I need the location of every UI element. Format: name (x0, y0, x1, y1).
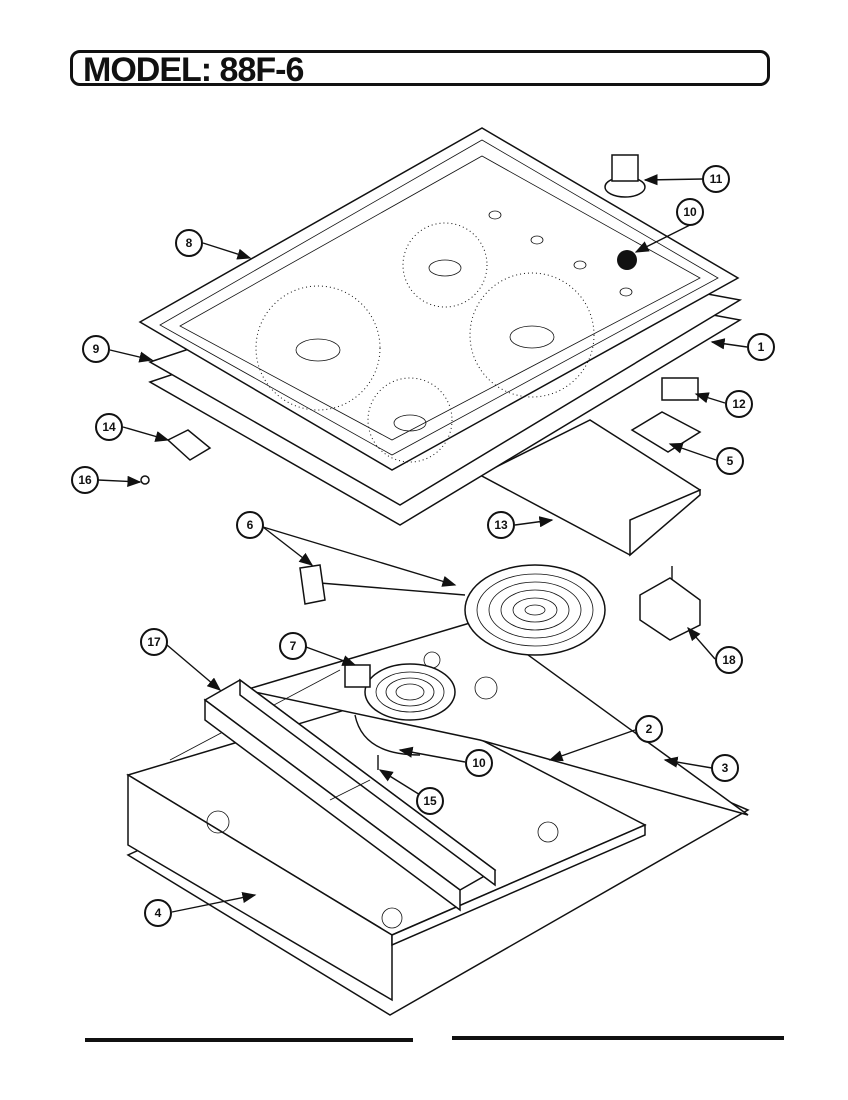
svg-text:8: 8 (186, 236, 193, 250)
callout-10: 10 (676, 198, 704, 226)
callout-1: 1 (747, 333, 775, 361)
callout-5: 5 (716, 447, 744, 475)
svg-text:11: 11 (710, 172, 723, 186)
callout-14: 14 (95, 413, 123, 441)
callout-15: 15 (416, 787, 444, 815)
svg-text:12: 12 (732, 397, 746, 411)
svg-text:3: 3 (722, 761, 729, 775)
svg-text:15: 15 (423, 794, 437, 808)
callout-7: 7 (279, 632, 307, 660)
callout-10-lower: 10 (465, 749, 493, 777)
svg-text:16: 16 (78, 473, 92, 487)
small-surface-element (344, 663, 456, 721)
callout-2: 2 (635, 715, 663, 743)
model-title-box: MODEL: 88F-6 (70, 50, 770, 89)
side-bracket (140, 429, 212, 485)
callout-16: 16 (71, 466, 99, 494)
burner-pattern-3 (469, 272, 595, 398)
bracket-rail (203, 678, 497, 912)
burner-pattern-1 (402, 222, 488, 308)
callout-9: 9 (82, 335, 110, 363)
svg-text:6: 6 (247, 518, 254, 532)
svg-text:10: 10 (472, 756, 486, 770)
footer-rule-left (85, 1038, 413, 1042)
burner-pattern-2 (255, 285, 381, 411)
mounting-bracket (630, 377, 702, 453)
svg-text:14: 14 (102, 420, 116, 434)
callout-12: 12 (725, 390, 753, 418)
callout-8: 8 (175, 229, 203, 257)
large-surface-element (299, 564, 606, 656)
infinite-switch (639, 566, 701, 641)
footer-rule-right (452, 1036, 784, 1040)
support-channel (478, 419, 702, 557)
leader-lines (97, 174, 748, 913)
callout-6: 6 (236, 511, 264, 539)
callout-3: 3 (711, 754, 739, 782)
svg-text:5: 5 (727, 454, 734, 468)
burner-pattern-4 (367, 377, 453, 463)
svg-text:7: 7 (290, 639, 297, 653)
svg-text:18: 18 (722, 653, 736, 667)
callout-4: 4 (144, 899, 172, 927)
svg-text:9: 9 (93, 342, 100, 356)
callout-13: 13 (487, 511, 515, 539)
svg-text:17: 17 (147, 635, 161, 649)
svg-text:10: 10 (683, 205, 697, 219)
callout-17: 17 (140, 628, 168, 656)
svg-text:1: 1 (758, 340, 765, 354)
svg-text:4: 4 (155, 906, 162, 920)
model-title: MODEL: 88F-6 (83, 51, 304, 89)
svg-text:2: 2 (646, 722, 653, 736)
cooktop-glass (138, 127, 740, 471)
callout-18: 18 (715, 646, 743, 674)
svg-text:13: 13 (494, 518, 508, 532)
callout-11: 11 (702, 165, 730, 193)
control-knob (604, 154, 646, 198)
